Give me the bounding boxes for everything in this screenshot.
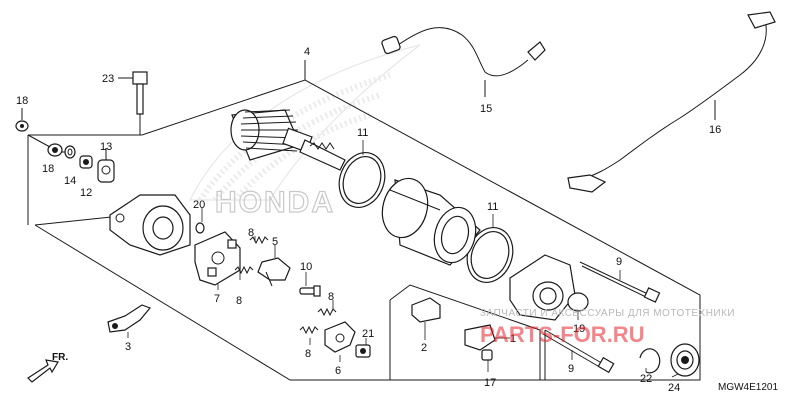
bolt-9-lower (542, 329, 615, 374)
callout-20: 20 (193, 199, 205, 211)
bracket-17 (464, 324, 496, 361)
washer-14 (64, 145, 76, 159)
callout-14: 14 (64, 175, 76, 187)
callout-21: 21 (362, 328, 374, 340)
callout-11-front: 11 (357, 127, 368, 139)
callout-4: 4 (304, 46, 310, 58)
armature (230, 109, 346, 171)
diagram-code: MGW4E1201 (718, 382, 778, 393)
callout-17: 17 (484, 377, 496, 389)
callout-13: 13 (100, 141, 112, 153)
spring-8-b (234, 265, 254, 275)
callout-8-d: 8 (305, 348, 311, 360)
callout-16: 16 (709, 124, 721, 136)
lever-3 (107, 304, 152, 333)
direction-label: FR. (52, 352, 68, 363)
nut-12 (79, 155, 93, 169)
motor-case (381, 177, 481, 266)
shop-watermark-text: ЗАПЧАСТИ И АКСЕССУАРЫ ДЛЯ МОТОТЕХНИКИ (480, 308, 735, 319)
brush-2 (411, 297, 441, 323)
terminal-6 (324, 321, 356, 353)
callout-8-c: 8 (328, 291, 334, 303)
nut-18-lower (47, 143, 63, 157)
circlip-22 (639, 348, 661, 374)
o-ring-19 (567, 292, 589, 312)
front-direction-arrow: FR. (27, 352, 68, 383)
nut-21 (355, 344, 371, 358)
washer-20 (195, 222, 205, 234)
bearing-24 (670, 343, 700, 377)
callout-18: 18 (42, 163, 54, 175)
callout-3: 3 (125, 341, 131, 353)
insulator-13 (97, 148, 115, 183)
callout-23: 23 (102, 73, 114, 85)
rear-cover (109, 194, 191, 256)
callout-12: 12 (80, 187, 92, 199)
assembly-frame (27, 60, 701, 381)
callout-8-a: 8 (248, 227, 254, 239)
callout-24: 24 (668, 382, 680, 394)
spring-8-a (249, 235, 269, 245)
callout-9-lower: 9 (568, 363, 574, 375)
callout-9-upper: 9 (616, 256, 622, 268)
brush-holder-7 (194, 231, 241, 286)
callout-15: 15 (480, 103, 492, 115)
callout-6: 6 (335, 365, 341, 377)
honda-brand-watermark: HONDA (215, 186, 335, 219)
callout-5: 5 (272, 236, 278, 248)
shop-watermark-logo: PARTS-FOR.RU (480, 322, 645, 347)
brush-5 (257, 257, 291, 287)
callouts: 4 23 18 18 14 12 13 11 11 15 16 20 8 8 8… (16, 46, 721, 394)
callout-19: 19 (573, 323, 585, 335)
front-cover-1 (509, 254, 576, 321)
callout-11-rear: 11 (487, 201, 498, 213)
bolt-23 (118, 71, 148, 135)
callout-18-top: 18 (16, 95, 28, 107)
cable-16 (567, 11, 776, 193)
cable-15 (381, 27, 546, 97)
callout-22: 22 (640, 373, 652, 385)
bolt-10 (299, 285, 321, 297)
nut-18 (15, 108, 29, 132)
callout-10: 10 (300, 261, 312, 273)
callout-8-b: 8 (236, 295, 242, 307)
leader-lines (127, 140, 679, 378)
callout-1: 1 (510, 333, 516, 345)
bolt-9-upper (579, 261, 661, 303)
callout-2: 2 (421, 342, 427, 354)
spring-8-d (299, 325, 319, 335)
callout-7: 7 (214, 293, 220, 305)
